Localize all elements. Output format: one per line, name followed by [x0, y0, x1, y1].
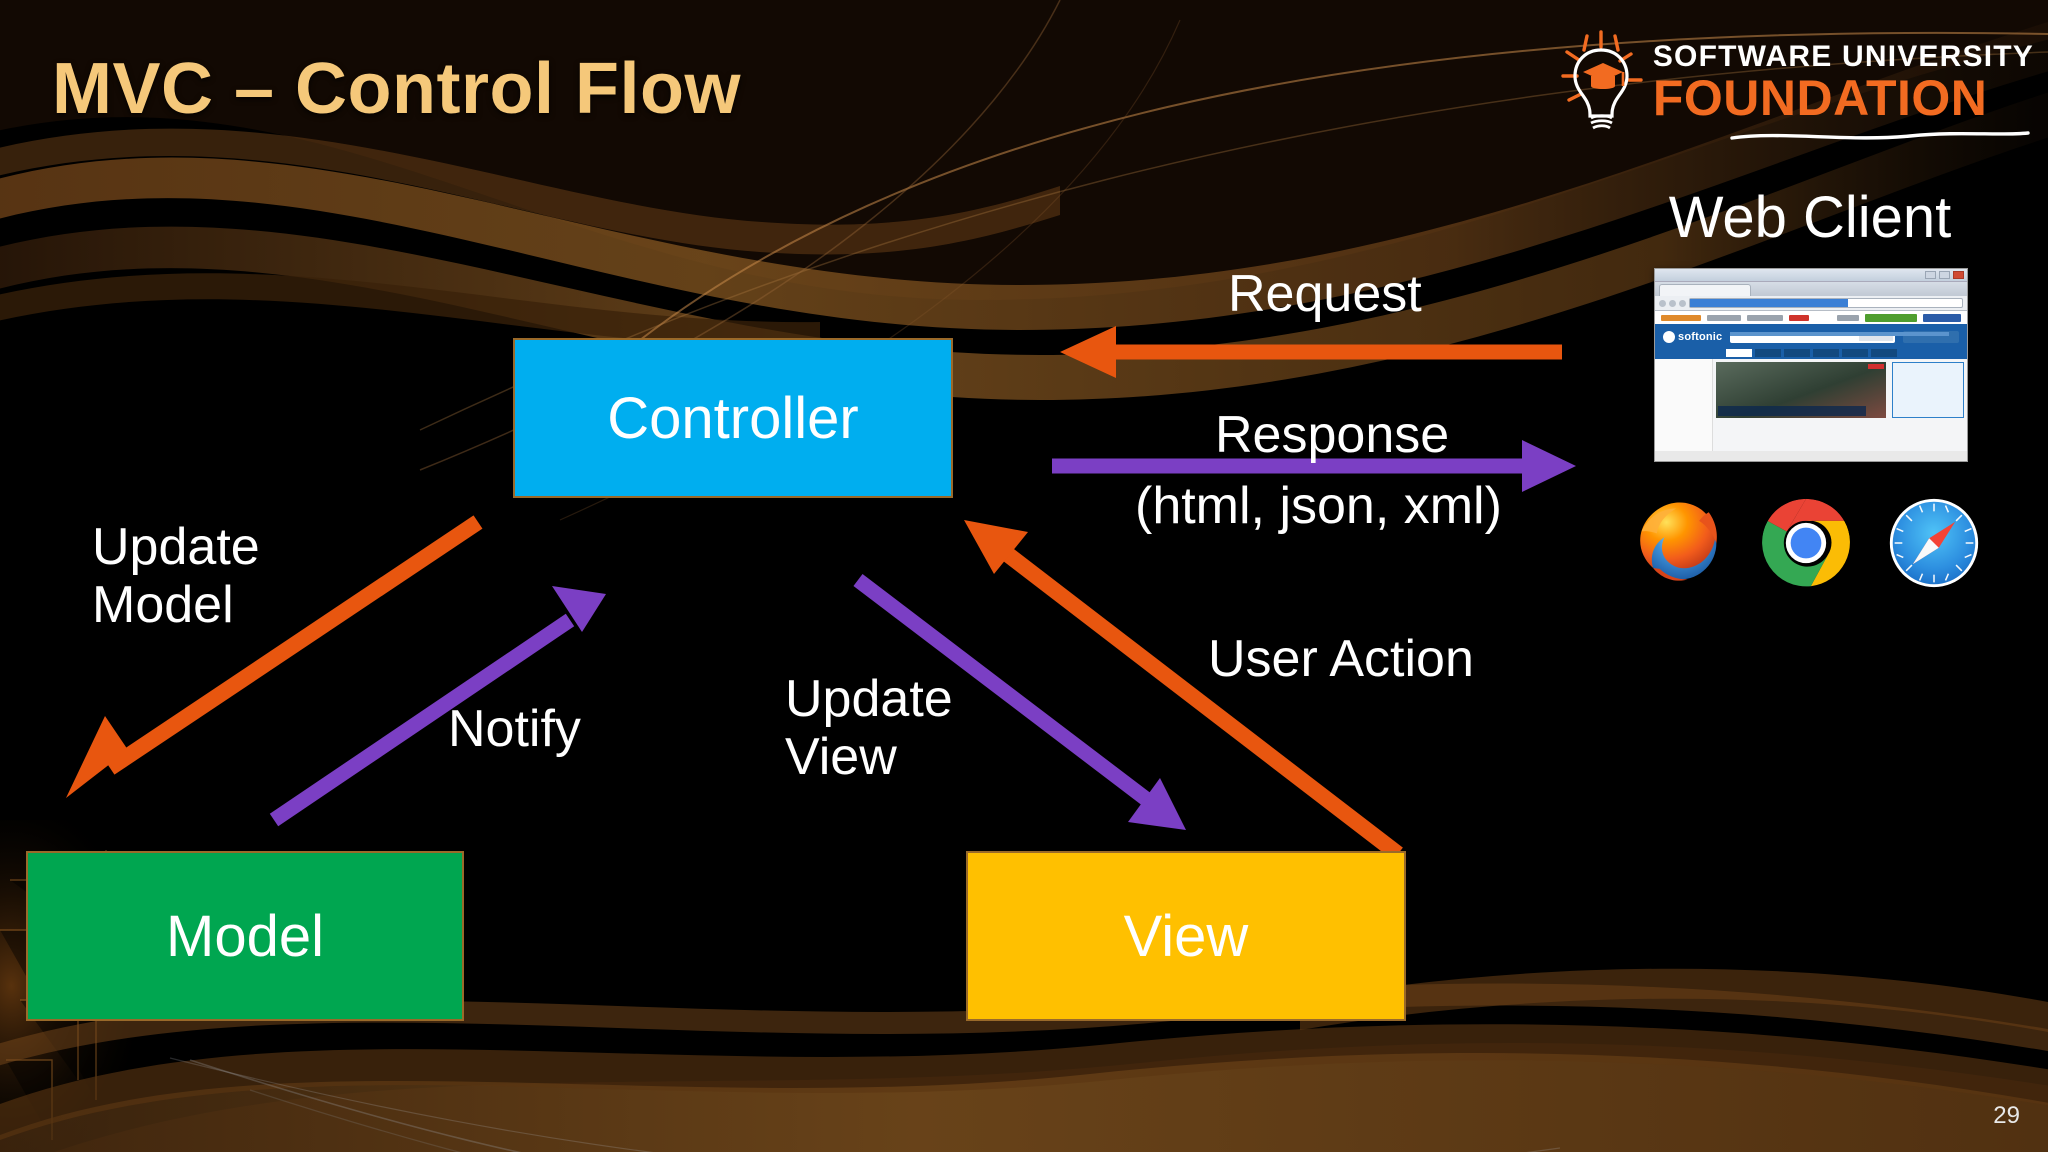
arrow-label-response: Response: [1215, 406, 1450, 464]
controller-box[interactable]: Controller: [513, 338, 953, 498]
view-box-label: View: [1123, 903, 1249, 969]
site-main-carousel: [1713, 359, 1889, 451]
arrow-label-notify: Notify: [448, 700, 581, 758]
browser-minimize-button: [1925, 271, 1936, 279]
browser-address-field: [1689, 298, 1963, 308]
controller-box-label: Controller: [607, 385, 859, 451]
logo-underline-swoosh: [1730, 131, 2030, 140]
slide-number: 29: [1993, 1102, 2020, 1129]
firefox-icon: [1640, 502, 1717, 581]
logo-line-1: SOFTWARE UNIVERSITY: [1652, 39, 2034, 73]
arrow-update-model: [66, 515, 483, 798]
arrow-request: [1060, 326, 1562, 378]
browser-tabbar: [1655, 282, 1967, 296]
arrow-notify: [269, 586, 606, 827]
view-box[interactable]: View: [966, 851, 1406, 1021]
browser-maximize-button: [1939, 271, 1950, 279]
site-body: [1655, 359, 1967, 451]
site-hero-header: softonic: [1655, 324, 1967, 349]
browser-icons-row: [1630, 495, 1982, 591]
site-search: [1730, 331, 1949, 343]
arrow-response: [1052, 440, 1576, 492]
browser-window-screenshot: softonic: [1654, 268, 1968, 462]
chrome-icon: [1762, 498, 1850, 587]
browser-forward-icon: [1669, 299, 1676, 307]
browser-home-icon: [1679, 299, 1686, 307]
browser-close-button: [1953, 271, 1964, 279]
model-box[interactable]: Model: [26, 851, 464, 1021]
softonic-logo: softonic: [1663, 331, 1722, 343]
arrow-label-update-view: Update View: [785, 670, 953, 787]
browser-urlbar: [1655, 296, 1967, 311]
safari-icon: [1889, 498, 1979, 588]
web-client-label: Web Client: [1668, 185, 1952, 250]
lightbulb-graduation-cap-icon: [1561, 30, 1643, 130]
page-title: MVC – Control Flow: [52, 49, 741, 129]
site-right-column: [1889, 359, 1967, 451]
arrow-update-view: [853, 574, 1186, 830]
site-topnav: [1655, 311, 1967, 324]
arrow-label-user-action: User Action: [1208, 630, 1474, 688]
browser-titlebar: [1655, 269, 1967, 282]
arrow-label-request: Request: [1228, 265, 1422, 323]
site-platform-tabs: [1655, 349, 1967, 359]
arrow-user-action: [964, 520, 1403, 861]
software-university-foundation-logo: SOFTWARE UNIVERSITY FOUNDATION: [1557, 30, 2034, 140]
arrow-label-update-model: Update Model: [92, 518, 260, 635]
logo-line-2: FOUNDATION: [1652, 69, 1988, 126]
browser-back-icon: [1659, 299, 1666, 307]
browser-tab: [1659, 284, 1751, 296]
arrow-label-response-formats: (html, json, xml): [1135, 477, 1502, 535]
model-box-label: Model: [166, 903, 324, 969]
site-sidebar: [1655, 359, 1713, 451]
